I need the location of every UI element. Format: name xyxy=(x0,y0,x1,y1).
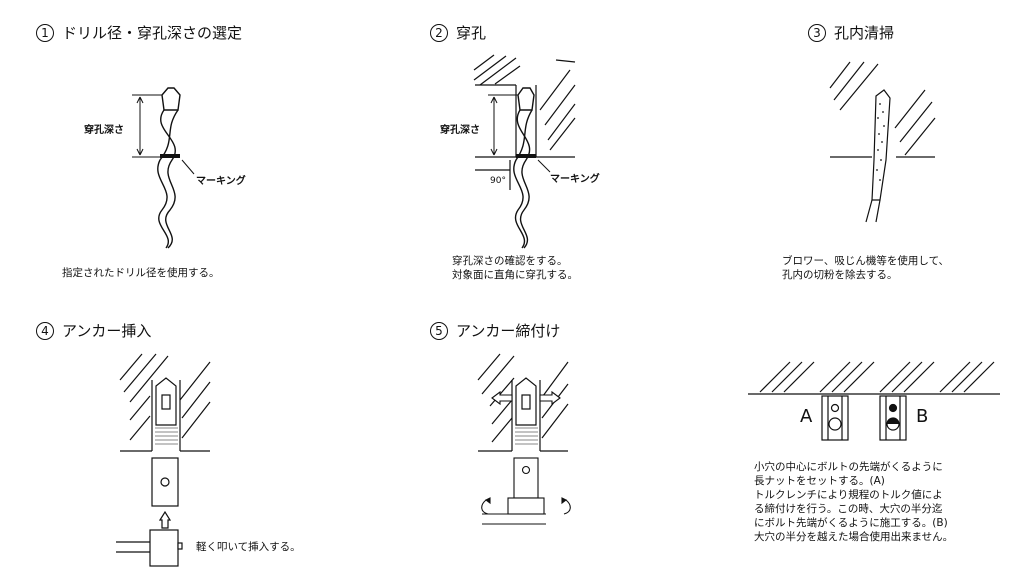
step-3-title: 3 孔内清掃 xyxy=(808,22,894,43)
step-number: 1 xyxy=(36,23,54,42)
step-title-text: 孔内清掃 xyxy=(834,24,895,42)
step-2-title: 2 穿孔 xyxy=(430,22,486,43)
step-6-caption-line: 長ナットをセットする。(A) xyxy=(754,475,885,487)
step-2-caption-line: 対象面に直角に穿孔する。 xyxy=(452,269,578,281)
step-5-title: 5 アンカー締付け xyxy=(430,320,560,341)
step-1-caption: 指定されたドリル径を使用する。 xyxy=(62,267,220,279)
label-a: A xyxy=(800,406,813,427)
step-number: 5 xyxy=(430,321,448,340)
step-6-caption-line: 大穴の半分を越えた場合使用出来ません。 xyxy=(754,531,954,543)
step-number: 3 xyxy=(808,23,826,42)
step-3-caption-line: ブロワー、吸じん機等を使用して、 xyxy=(782,255,950,267)
step-6-caption-line: る締付けを行う。この時、大穴の半分迄 xyxy=(754,503,943,515)
depth-label: 穿孔深さ xyxy=(440,125,480,136)
marking-label: マーキング xyxy=(196,176,246,187)
label-b: B xyxy=(916,406,929,427)
step-3-caption-line: 孔内の切粉を除去する。 xyxy=(782,269,898,281)
step-4-title: 4 アンカー挿入 xyxy=(36,320,151,341)
depth-label: 穿孔深さ xyxy=(84,125,124,136)
step-6-caption-line: トルクレンチにより規程のトルク値によ xyxy=(754,489,943,501)
step-title-text: アンカー締付け xyxy=(456,322,561,340)
step-number: 4 xyxy=(36,321,54,340)
step-title-text: 穿孔 xyxy=(456,24,487,42)
step-title-text: アンカー挿入 xyxy=(62,322,152,340)
step-6-caption-line: 小穴の中心にボルトの先端がくるように xyxy=(754,461,943,473)
step-1-title: 1 ドリル径・穿孔深さの選定 xyxy=(36,22,242,43)
step-4-caption: 軽く叩いて挿入する。 xyxy=(196,541,301,553)
step-2-caption-line: 穿孔深さの確認をする。 xyxy=(452,255,568,267)
step-title-text: ドリル径・穿孔深さの選定 xyxy=(62,24,243,42)
marking-label: マーキング xyxy=(550,174,600,185)
angle-label: 90° xyxy=(490,176,506,186)
step-number: 2 xyxy=(430,23,448,42)
step-6-caption-line: にボルト先端がくるように施工する。(B) xyxy=(754,517,948,529)
